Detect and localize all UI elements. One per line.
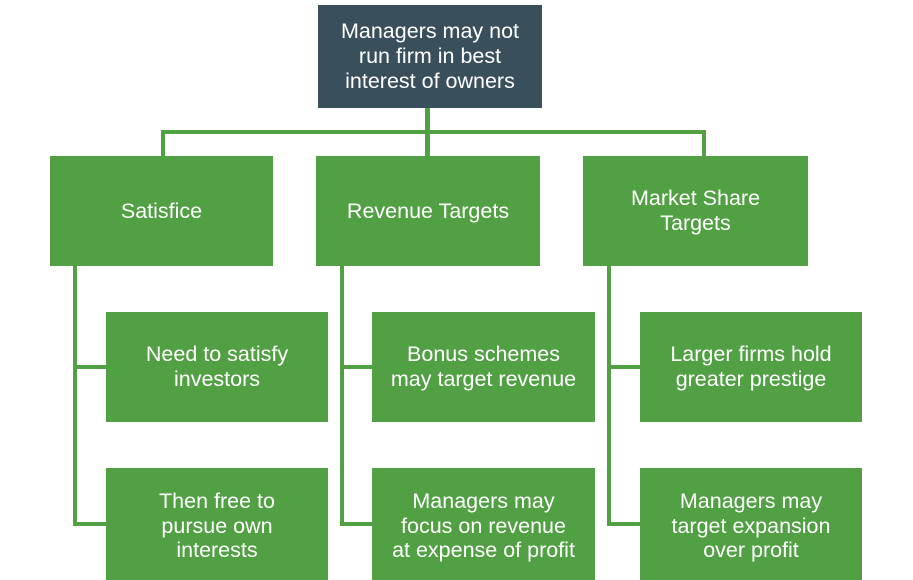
node-branch-revenue-targets[interactable]: Revenue Targets [316, 156, 540, 266]
node-leaf-managers-may-focus-on-revenue[interactable]: Managers may focus on revenue at expense… [372, 468, 595, 580]
node-branch-satisfice-label: Satisfice [120, 198, 203, 223]
node-leaf-bonus-schemes-may-target-revenue[interactable]: Bonus schemes may target revenue [372, 312, 595, 422]
node-leaf-then-free-to-pursue-own-interests[interactable]: Then free to pursue own interests [106, 468, 328, 580]
node-leaf-need-to-satisfy-investors[interactable]: Need to satisfy investors [106, 312, 328, 422]
node-leaf-larger-firms-hold-greater-prestige-label: Larger firms hold greater prestige [670, 342, 832, 391]
connector-revenue-targets-to-child-2 [340, 522, 375, 526]
node-leaf-larger-firms-hold-greater-prestige[interactable]: Larger firms hold greater prestige [640, 312, 862, 422]
connector-satisfice-to-child-1 [73, 365, 108, 369]
node-leaf-bonus-schemes-may-target-revenue-label: Bonus schemes may target revenue [390, 342, 577, 391]
connector-market-share-targets-to-child-1 [607, 365, 643, 369]
connector-bus-to-market-share-targets [702, 130, 706, 158]
connector-root-stem [425, 107, 430, 134]
node-leaf-need-to-satisfy-investors-label: Need to satisfy investors [145, 342, 289, 391]
node-root-label: Managers may not run firm in best intere… [340, 19, 520, 93]
connector-revenue-targets-spine [340, 264, 344, 526]
node-branch-market-share-targets[interactable]: Market Share Targets [583, 156, 808, 266]
node-branch-satisfice[interactable]: Satisfice [50, 156, 273, 266]
connector-bus-to-satisfice [161, 130, 165, 158]
connector-satisfice-to-child-2 [73, 522, 108, 526]
connector-level1-bus [161, 130, 706, 134]
node-branch-market-share-targets-label: Market Share Targets [630, 186, 761, 235]
node-branch-revenue-targets-label: Revenue Targets [346, 198, 510, 223]
node-leaf-then-free-to-pursue-own-interests-label: Then free to pursue own interests [159, 488, 275, 563]
connector-satisfice-spine [73, 264, 77, 526]
node-leaf-managers-may-target-expansion-label: Managers may target expansion over profi… [671, 488, 831, 563]
node-leaf-managers-may-focus-on-revenue-label: Managers may focus on revenue at expense… [392, 488, 575, 563]
connector-revenue-targets-to-child-1 [340, 365, 375, 369]
connector-market-share-targets-to-child-2 [607, 522, 643, 526]
node-root[interactable]: Managers may not run firm in best intere… [318, 5, 542, 108]
connector-market-share-targets-spine [607, 264, 611, 526]
node-leaf-managers-may-target-expansion[interactable]: Managers may target expansion over profi… [640, 468, 862, 580]
connector-bus-to-revenue-targets [425, 130, 430, 158]
